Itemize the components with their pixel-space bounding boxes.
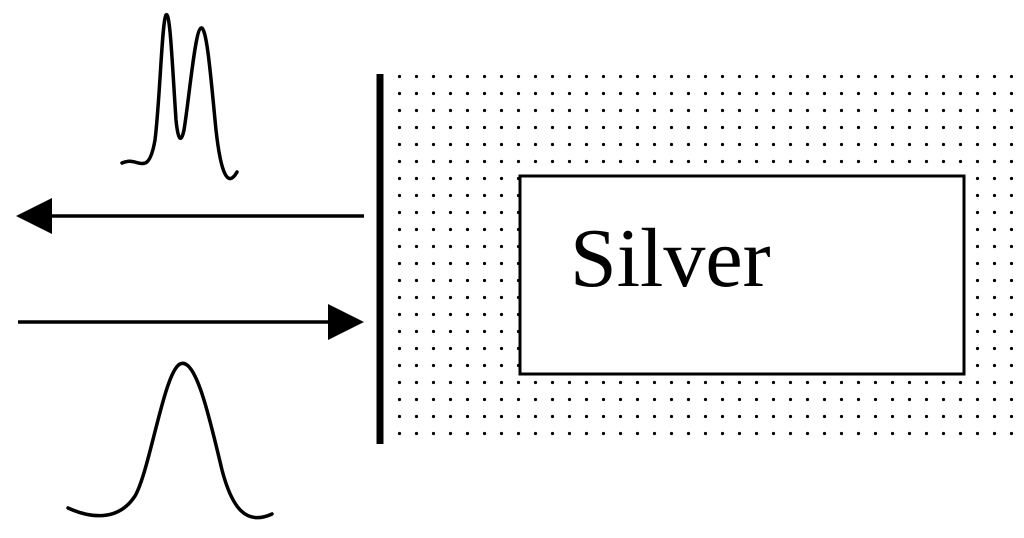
incident-arrowhead-right	[328, 304, 364, 340]
reflected-arrowhead-left	[16, 198, 52, 234]
silver-block	[518, 174, 966, 376]
silver-label: Silver	[570, 212, 771, 305]
incident-pulse-single-peak	[66, 361, 274, 520]
reflected-pulse-double-peak	[120, 13, 239, 181]
